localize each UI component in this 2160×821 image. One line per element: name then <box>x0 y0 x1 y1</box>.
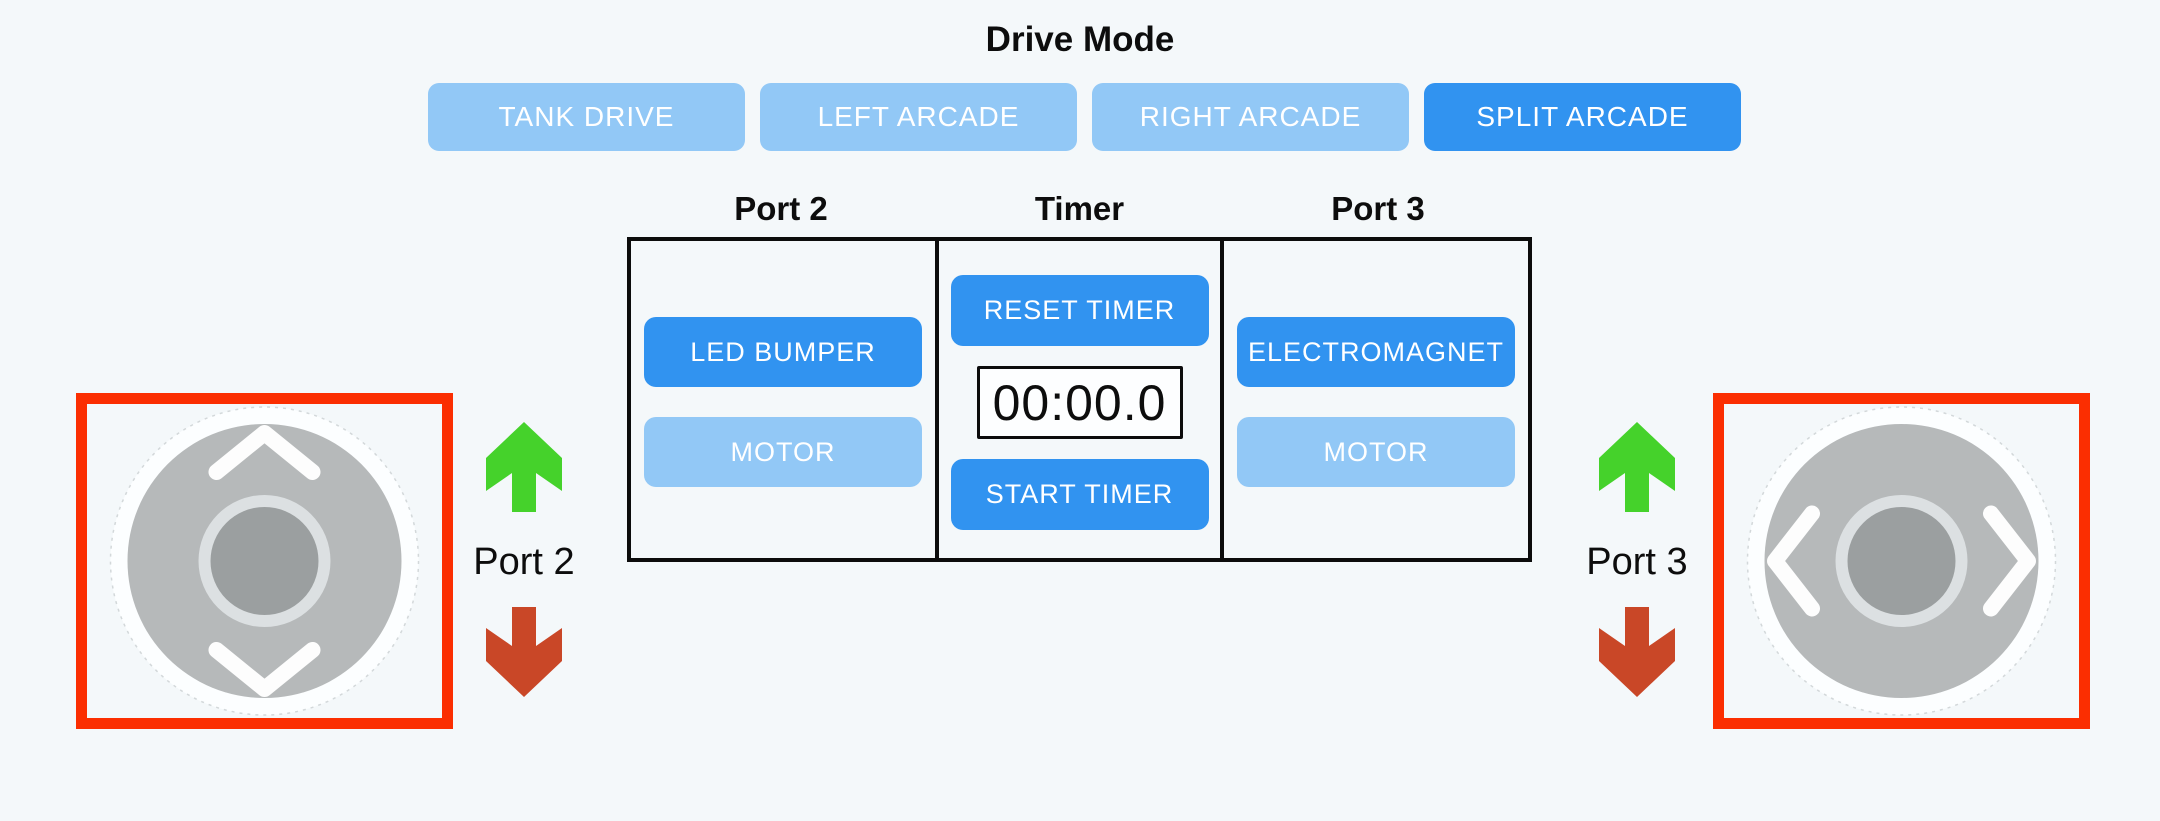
start-timer-button[interactable]: START TIMER <box>950 459 1209 530</box>
timer-header: Timer <box>1034 190 1125 227</box>
joystick-knob[interactable] <box>1847 507 1956 615</box>
right-joystick-zone[interactable] <box>1713 393 2090 729</box>
right-port-label: Port 3 <box>1586 541 1688 583</box>
port3-motor-button[interactable]: MOTOR <box>1237 417 1515 487</box>
left-arcade-button[interactable]: LEFT ARCADE <box>760 83 1077 151</box>
left-port-label: Port 2 <box>473 541 575 583</box>
reset-timer-button[interactable]: RESET TIMER <box>950 275 1209 346</box>
left-joystick[interactable] <box>87 404 442 718</box>
drive-mode-selector: TANK DRIVE LEFT ARCADE RIGHT ARCADE SPLI… <box>428 83 1741 151</box>
right-joystick[interactable] <box>1724 404 2079 718</box>
right-chevron-icon <box>1983 505 2036 617</box>
tank-drive-button[interactable]: TANK DRIVE <box>428 83 745 151</box>
down-chevron-icon <box>208 642 321 697</box>
led-bumper-button[interactable]: LED BUMPER <box>644 317 922 387</box>
port2-header: Port 2 <box>734 190 828 227</box>
timer-display: 00:00.0 <box>976 366 1183 439</box>
up-chevron-icon <box>208 425 321 480</box>
page-title: Drive Mode <box>985 20 1175 59</box>
electromagnet-button[interactable]: ELECTROMAGNET <box>1237 317 1515 387</box>
port3-column: ELECTROMAGNET MOTOR <box>1224 241 1528 558</box>
red-down-arrow-icon <box>486 607 562 697</box>
red-down-arrow-icon <box>1599 607 1675 697</box>
port2-column: LED BUMPER MOTOR <box>631 241 935 558</box>
split-arcade-button[interactable]: SPLIT ARCADE <box>1424 83 1741 151</box>
left-joystick-zone[interactable] <box>76 393 453 729</box>
port2-motor-button[interactable]: MOTOR <box>644 417 922 487</box>
left-chevron-icon <box>1767 505 1820 617</box>
green-up-arrow-icon <box>486 422 562 512</box>
green-up-arrow-icon <box>1599 422 1675 512</box>
joystick-knob[interactable] <box>210 507 319 615</box>
port3-header: Port 3 <box>1331 190 1425 227</box>
control-panel: LED BUMPER MOTOR RESET TIMER 00:00.0 STA… <box>627 237 1532 562</box>
timer-column: RESET TIMER 00:00.0 START TIMER <box>935 241 1224 558</box>
right-arcade-button[interactable]: RIGHT ARCADE <box>1092 83 1409 151</box>
